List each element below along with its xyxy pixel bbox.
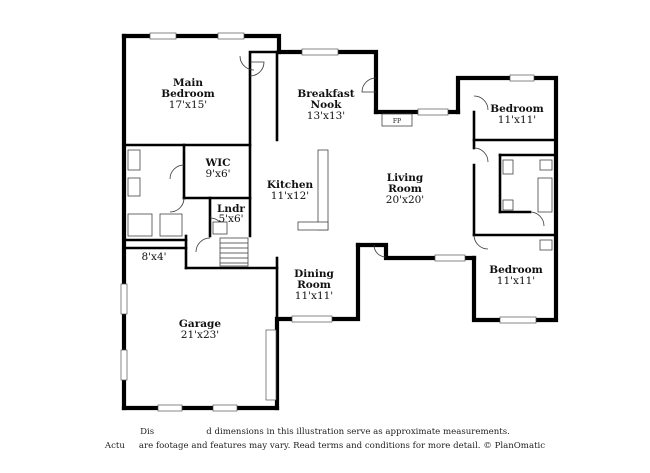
- svg-text:Lndr: Lndr: [217, 203, 245, 215]
- svg-text:5'x6': 5'x6': [218, 213, 243, 225]
- room-label-garage: Garage 21'x23': [179, 318, 221, 341]
- room-label-kitchen: Kitchen 11'x12': [267, 179, 314, 202]
- fireplace-label: FP: [393, 118, 401, 125]
- windows: [120, 32, 537, 412]
- svg-text:Kitchen: Kitchen: [267, 179, 314, 191]
- svg-text:9'x6': 9'x6': [205, 168, 230, 180]
- room-label-bedroom-3: Bedroom 11'x11': [489, 264, 543, 287]
- room-label-dining-room: Dining Room 11'x11': [294, 268, 334, 302]
- svg-text:Main: Main: [173, 77, 203, 89]
- disclaimer-line-1-right: d dimensions in this illustration serve …: [206, 427, 510, 437]
- room-label-living-room: Living Room 20'x20': [386, 172, 424, 206]
- svg-text:Room: Room: [297, 279, 331, 291]
- svg-text:Bedroom: Bedroom: [489, 264, 543, 276]
- room-label-laundry: Lndr 5'x6': [217, 203, 245, 225]
- svg-text:21'x23': 21'x23': [181, 329, 219, 341]
- stairs: [219, 237, 249, 267]
- room-label-breakfast-nook: Breakfast Nook 13'x13': [297, 88, 354, 122]
- svg-text:Nook: Nook: [311, 99, 343, 111]
- svg-text:11'x12': 11'x12': [271, 190, 309, 202]
- disclaimer-line-1: Dis d dimensions in this illustration ser…: [0, 427, 650, 437]
- svg-text:13'x13': 13'x13': [307, 110, 345, 122]
- svg-text:11'x11': 11'x11': [497, 275, 535, 287]
- room-label-wic: WIC 9'x6': [204, 157, 230, 180]
- room-label-small-bath: 8'x4': [141, 251, 166, 263]
- svg-text:11'x11': 11'x11': [498, 114, 536, 126]
- room-label-bedroom-2: Bedroom 11'x11': [490, 103, 544, 126]
- svg-text:Bedroom: Bedroom: [490, 103, 544, 115]
- interior-walls: [122, 50, 558, 321]
- svg-text:Bedroom: Bedroom: [161, 88, 215, 100]
- svg-text:8'x4': 8'x4': [141, 251, 166, 263]
- room-label-main-bedroom: Main Bedroom 17'x15': [161, 77, 215, 111]
- fixtures: [127, 113, 553, 267]
- svg-text:Room: Room: [388, 183, 422, 195]
- disclaimer-line-2: Actu are footage and features may vary. R…: [0, 441, 650, 451]
- svg-text:WIC: WIC: [204, 157, 230, 169]
- svg-text:Breakfast: Breakfast: [297, 88, 354, 100]
- svg-text:Garage: Garage: [179, 318, 221, 330]
- disclaimer-line-2-right: are footage and features may vary. Read …: [138, 441, 546, 451]
- svg-text:Living: Living: [387, 172, 424, 184]
- svg-text:Dining: Dining: [294, 268, 334, 280]
- svg-text:20'x20': 20'x20': [386, 194, 424, 206]
- disclaimer-line-2-left: Actu: [104, 441, 125, 451]
- svg-text:FP: FP: [393, 118, 401, 125]
- svg-text:17'x15': 17'x15': [169, 99, 207, 111]
- disclaimer-line-1-left: Dis: [140, 427, 155, 437]
- svg-text:11'x11': 11'x11': [295, 290, 333, 302]
